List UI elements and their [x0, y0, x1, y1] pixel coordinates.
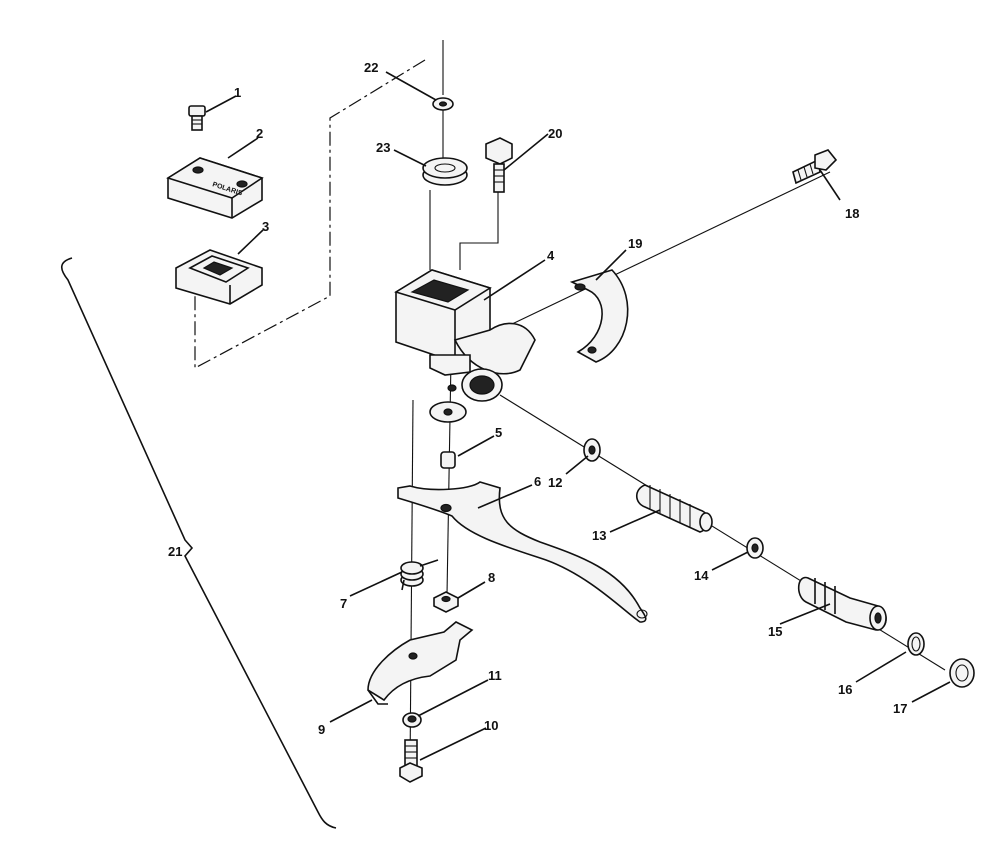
part-1-screw — [188, 105, 206, 131]
callout-6: 6 — [534, 474, 541, 489]
explosion-lines — [194, 40, 946, 771]
callout-10: 10 — [484, 718, 498, 733]
callout-8: 8 — [488, 570, 495, 585]
part-3-diaphragm — [175, 249, 263, 305]
part-20-bolt — [485, 137, 513, 193]
part-17-washer — [949, 658, 975, 688]
callout-20: 20 — [548, 126, 562, 141]
part-9-bracket — [367, 621, 474, 705]
part-10-screw — [399, 739, 423, 783]
part-15-piston — [797, 576, 887, 631]
callout-16: 16 — [838, 682, 852, 697]
part-2-reservoir-cover — [166, 157, 264, 219]
callout-19: 19 — [628, 236, 642, 251]
callout-7: 7 — [340, 596, 347, 611]
callout-5: 5 — [495, 425, 502, 440]
part-12-washer — [583, 438, 601, 462]
part-11-washer — [402, 712, 422, 728]
part-13-spring — [635, 484, 713, 533]
callout-labels: 1 2 3 4 5 6 7 8 9 10 11 12 13 14 15 16 1… — [168, 60, 907, 737]
callout-2: 2 — [256, 126, 263, 141]
callout-17: 17 — [893, 701, 907, 716]
part-14-washer — [746, 537, 764, 559]
callout-15: 15 — [768, 624, 782, 639]
part-19-clamp — [569, 269, 629, 363]
part-5-bushing — [440, 451, 456, 469]
callout-11: 11 — [488, 668, 502, 683]
callout-1: 1 — [234, 85, 241, 100]
part-8-nut — [433, 591, 459, 613]
callout-14: 14 — [694, 568, 709, 583]
callout-18: 18 — [845, 206, 859, 221]
callout-12: 12 — [548, 475, 562, 490]
part-18-bolt — [792, 149, 838, 185]
part-23-cap — [422, 157, 468, 186]
part-16-seal — [907, 632, 925, 656]
callout-9: 9 — [318, 722, 325, 737]
leader-lines — [205, 71, 951, 761]
assembly-21-bracket — [60, 257, 337, 829]
part-6-lever — [397, 481, 648, 623]
callout-13: 13 — [592, 528, 606, 543]
callout-21: 21 — [168, 544, 182, 559]
part-4-master-cylinder — [394, 269, 536, 423]
callout-22: 22 — [364, 60, 378, 75]
callout-4: 4 — [547, 248, 555, 263]
callout-3: 3 — [262, 219, 269, 234]
callout-23: 23 — [376, 140, 390, 155]
part-22-washer — [432, 97, 454, 111]
part-7-spring — [400, 559, 439, 591]
